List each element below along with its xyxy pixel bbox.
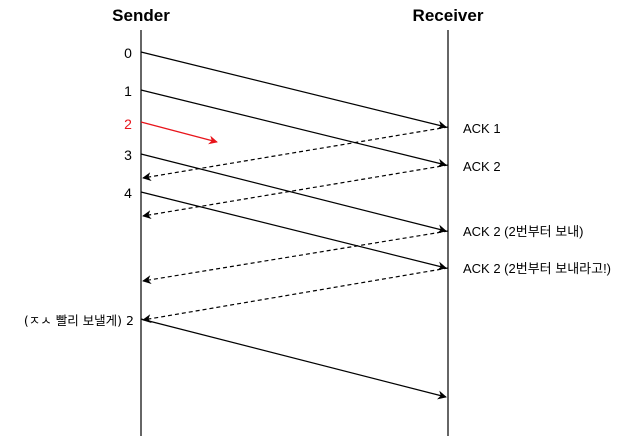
- packet-1-arrow: [140, 89, 447, 168]
- receiver-heading: Receiver: [413, 6, 484, 25]
- packet-2-lost-arrow: [140, 121, 218, 145]
- packet-3-arrow: [140, 153, 447, 234]
- retransmit-label: (ㅈㅅ 빨리 보낼게) 2: [24, 313, 134, 328]
- ack-4-label: ACK 2 (2번부터 보내라고!): [463, 261, 611, 276]
- packet-4-arrow: [140, 191, 447, 271]
- ack-3-label: ACK 2 (2번부터 보내): [463, 224, 583, 239]
- packet-3-label: 3: [124, 147, 132, 163]
- packet-0-arrow: [140, 51, 447, 130]
- packet-0-label: 0: [124, 45, 132, 61]
- ack-3-arrow: [142, 230, 449, 285]
- packet-1-label: 1: [124, 83, 132, 99]
- ack-1-arrow: [142, 126, 449, 182]
- packet-4-label: 4: [124, 185, 132, 201]
- ack-2-label: ACK 2: [463, 159, 501, 174]
- ack-4-arrow: [142, 267, 449, 324]
- packet-2-label: 2: [124, 116, 132, 132]
- ack-2-arrow: [142, 164, 449, 220]
- ack-1-label: ACK 1: [463, 121, 501, 136]
- sender-heading: Sender: [112, 6, 170, 25]
- retransmit-arrow: [140, 318, 447, 400]
